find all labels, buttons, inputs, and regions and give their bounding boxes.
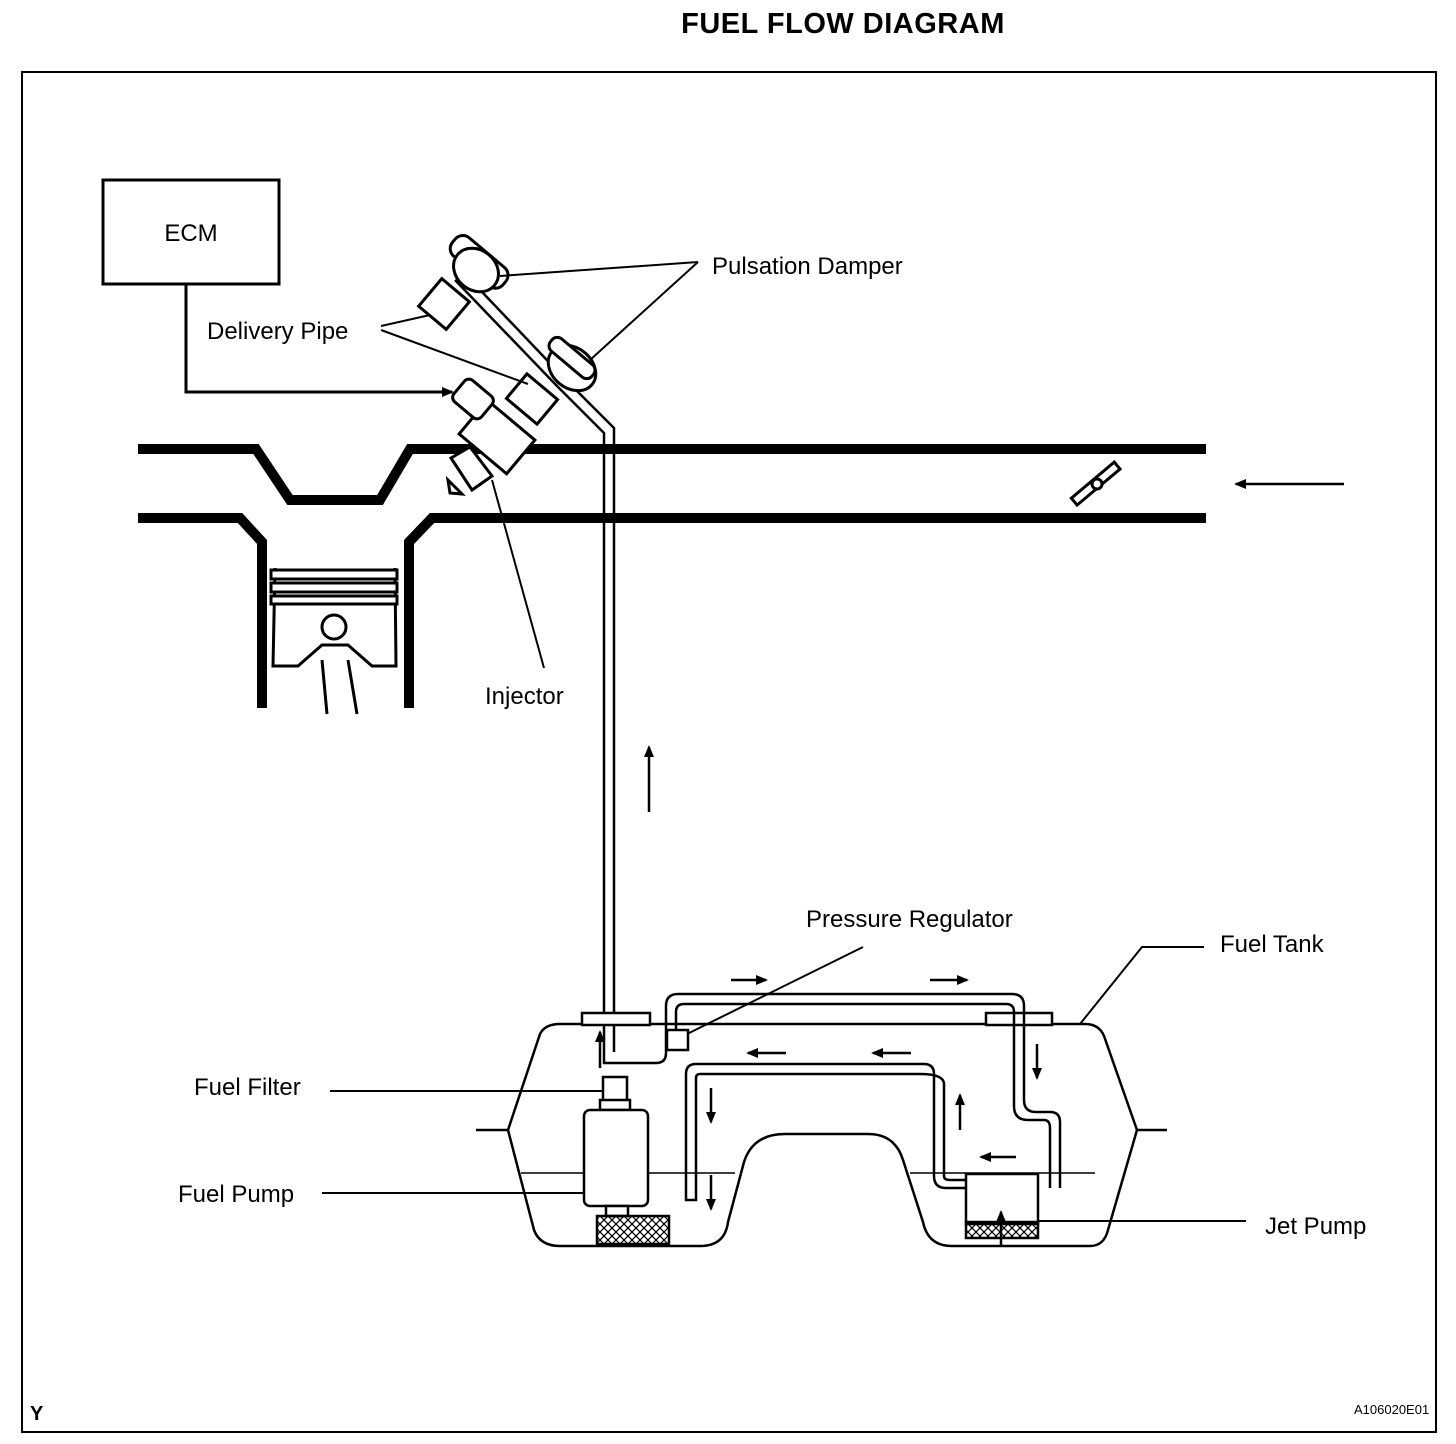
pulsation-damper-upper [416,234,510,332]
injector [445,371,560,496]
fuel-filter-label: Fuel Filter [194,1074,301,1101]
fuel-filter [601,1075,629,1103]
jet-pump [964,1172,1040,1245]
delivery-pipe [454,271,668,1065]
leader-lines [322,261,1246,1222]
fuel-tank-label: Fuel Tank [1220,931,1325,958]
ecm-signal-wire [184,284,454,397]
pulsation-damper-label: Pulsation Damper [712,253,903,280]
figure-code: A106020E01 [1354,1402,1429,1417]
fuel-pump-label: Fuel Pump [178,1181,294,1208]
pressure-regulator-label: Pressure Regulator [806,906,1013,933]
ecm-label: ECM [164,220,217,247]
fuel-tank [476,1011,1167,1248]
intake-manifold [138,444,1206,708]
ecm-box: ECM [101,178,281,286]
delivery-pipe-label: Delivery Pipe [207,318,348,345]
corner-mark: Y [30,1403,44,1425]
throttle-valve [1069,460,1123,508]
pressure-regulator [665,1028,690,1052]
diagram-frame [21,71,1437,1433]
return-pipe [664,992,1062,1188]
fuel-pump [582,1098,671,1246]
page-title: FUEL FLOW DIAGRAM [681,8,1005,40]
jet-pump-label: Jet Pump [1265,1213,1366,1240]
jet-pump-pipe [684,1062,966,1202]
flow-arrows [595,745,1042,1211]
pulsation-damper-lower [546,335,598,393]
injector-label: Injector [485,683,564,710]
piston [269,567,399,715]
